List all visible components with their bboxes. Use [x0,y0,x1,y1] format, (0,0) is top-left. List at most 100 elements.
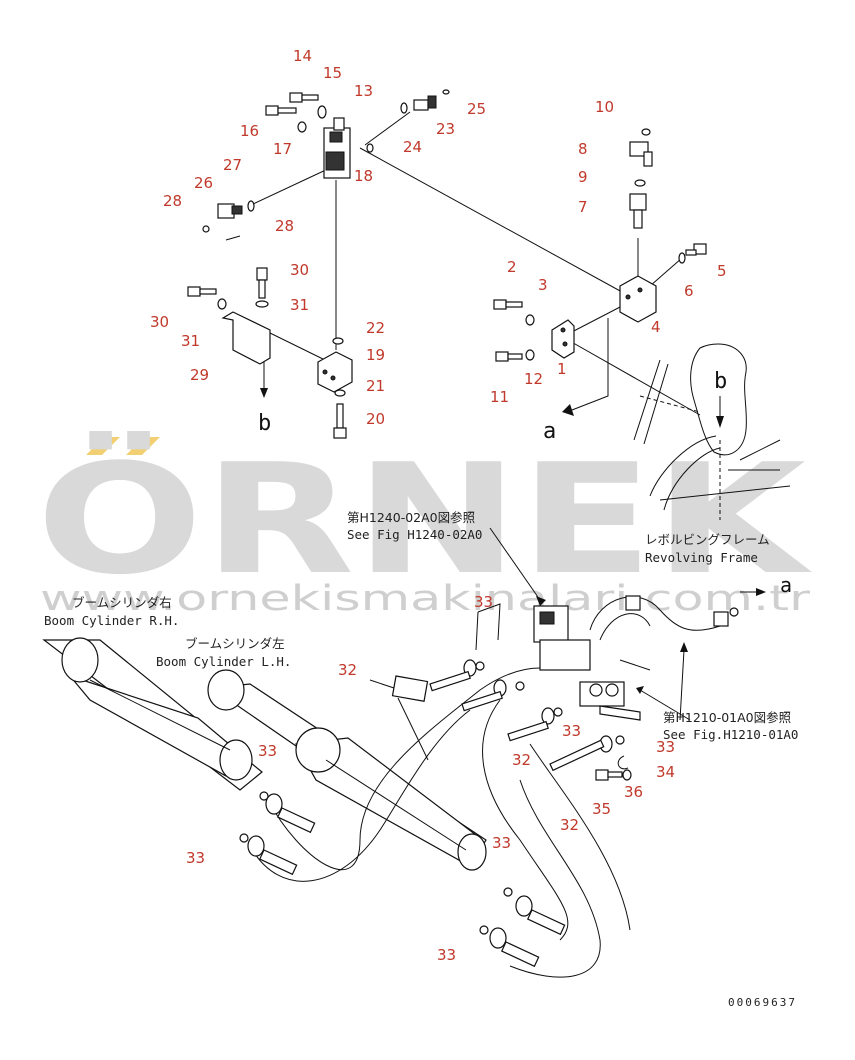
callout-14: 14 [293,47,312,65]
washer-15 [317,105,327,119]
valve-block-13 [323,117,351,179]
o-ring-9 [634,179,646,187]
callout-20: 20 [366,410,385,428]
hose-fitting-32b [461,679,507,712]
o-ring-25 [442,89,450,95]
view-label-a-right: a [780,573,792,597]
callout-33-right: 33 [656,738,675,756]
hose-fitting-32d [549,735,613,772]
callout-30a: 30 [290,261,309,279]
o-ring-28a [202,225,210,233]
o-ring-6 [678,252,686,264]
callout-30b: 30 [150,313,169,331]
callout-8: 8 [578,140,588,158]
callout-labels: 14 15 13 16 17 18 27 26 28 28 23 24 25 1… [150,47,727,964]
callout-28a: 28 [163,192,182,210]
callout-16: 16 [240,122,259,140]
bracket-1 [551,319,575,359]
bracket-29 [221,311,271,365]
hose-end-d [489,927,540,968]
bolt-30-left [187,286,217,297]
fitting-23 [413,95,437,111]
watermark-site: www.ornekismakinalari.com.tr [40,579,811,619]
bolt-5 [685,243,707,256]
callout-24: 24 [403,138,422,156]
callout-33-top: 33 [474,593,493,611]
hose-end-c [515,895,566,936]
bolt-16 [265,105,297,116]
o-ring-18 [366,143,374,153]
callout-33-mid: 33 [562,722,581,740]
hose-left-1 [267,667,541,871]
callout-26: 26 [194,174,213,192]
boom-rh-en: Boom Cylinder R.H. [44,613,179,628]
lower-assembly [42,527,766,978]
o-ring-27 [247,200,255,212]
callout-13: 13 [354,82,373,100]
o-ring-33c [553,707,563,717]
callout-17: 17 [273,140,292,158]
hose-right-2 [509,779,601,978]
o-ring-33a [475,661,485,671]
view-label-b-detail: b [714,369,727,394]
callout-27: 27 [223,156,242,174]
pipe-to-a [589,596,721,631]
callout-28b: 28 [275,217,294,235]
washer-31-left [217,298,227,310]
callout-15: 15 [323,64,342,82]
callout-35: 35 [592,800,611,818]
callout-32a: 32 [338,661,357,679]
washer-12 [525,349,535,361]
boom-lh-jp: ブームシリンダ左 [185,636,285,651]
callout-23: 23 [436,120,455,138]
callout-18: 18 [354,167,373,185]
washer-36 [622,769,632,781]
hose-end-a [265,793,316,834]
callout-21: 21 [366,377,385,395]
valve-block-4 [619,275,657,323]
hose-end-b [247,835,298,876]
pipe-to-a-2 [599,613,651,641]
o-ring-22 [332,337,344,345]
o-ring-33b [515,681,525,691]
fig-h1210-en: See Fig.H1210-01A0 [663,727,798,742]
callout-11: 11 [490,388,509,406]
boom-cylinder-lh [207,669,487,871]
callout-3: 3 [538,276,548,294]
callout-4: 4 [651,318,661,336]
bolt-2 [493,299,523,310]
callout-22: 22 [366,319,385,337]
hose-right-1 [482,699,569,941]
washer-31-vertical [255,300,269,308]
fitting-26 [217,203,243,219]
callout-32b: 32 [512,751,531,769]
o-ring-33e [259,791,269,801]
watermark-accent-right [126,437,160,455]
o-ring-10 [641,128,651,136]
boom-rh-jp: ブームシリンダ右 [72,595,172,610]
view-label-b: b [258,411,271,436]
view-label-a: a [543,419,556,444]
watermark-accent-left [86,437,120,455]
elbow-8 [629,141,653,167]
reference-notes: 第H1240-02A0図参照 See Fig H1240-02A0 レボルビング… [44,510,798,742]
view-arrow-b [260,362,268,398]
callout-9: 9 [578,168,588,186]
view-labels: b a a [258,411,792,597]
fig-h1240-jp: 第H1240-02A0図参照 [347,510,475,525]
hose-left-2 [249,709,471,882]
drawing-number: 00069637 [728,996,797,1009]
callout-32c: 32 [560,816,579,834]
pin-28b [225,235,241,241]
hose-fitting-32c [507,707,555,742]
view-b-detail: b [633,343,791,520]
o-ring-33h [479,925,489,935]
watermark-brand: ÖRNEK [36,431,813,608]
callout-31a: 31 [290,296,309,314]
boom-cylinder-rh [42,637,263,791]
callout-19: 19 [366,346,385,364]
callout-7: 7 [578,198,588,216]
callout-2: 2 [507,258,517,276]
callout-33-left: 33 [186,849,205,867]
